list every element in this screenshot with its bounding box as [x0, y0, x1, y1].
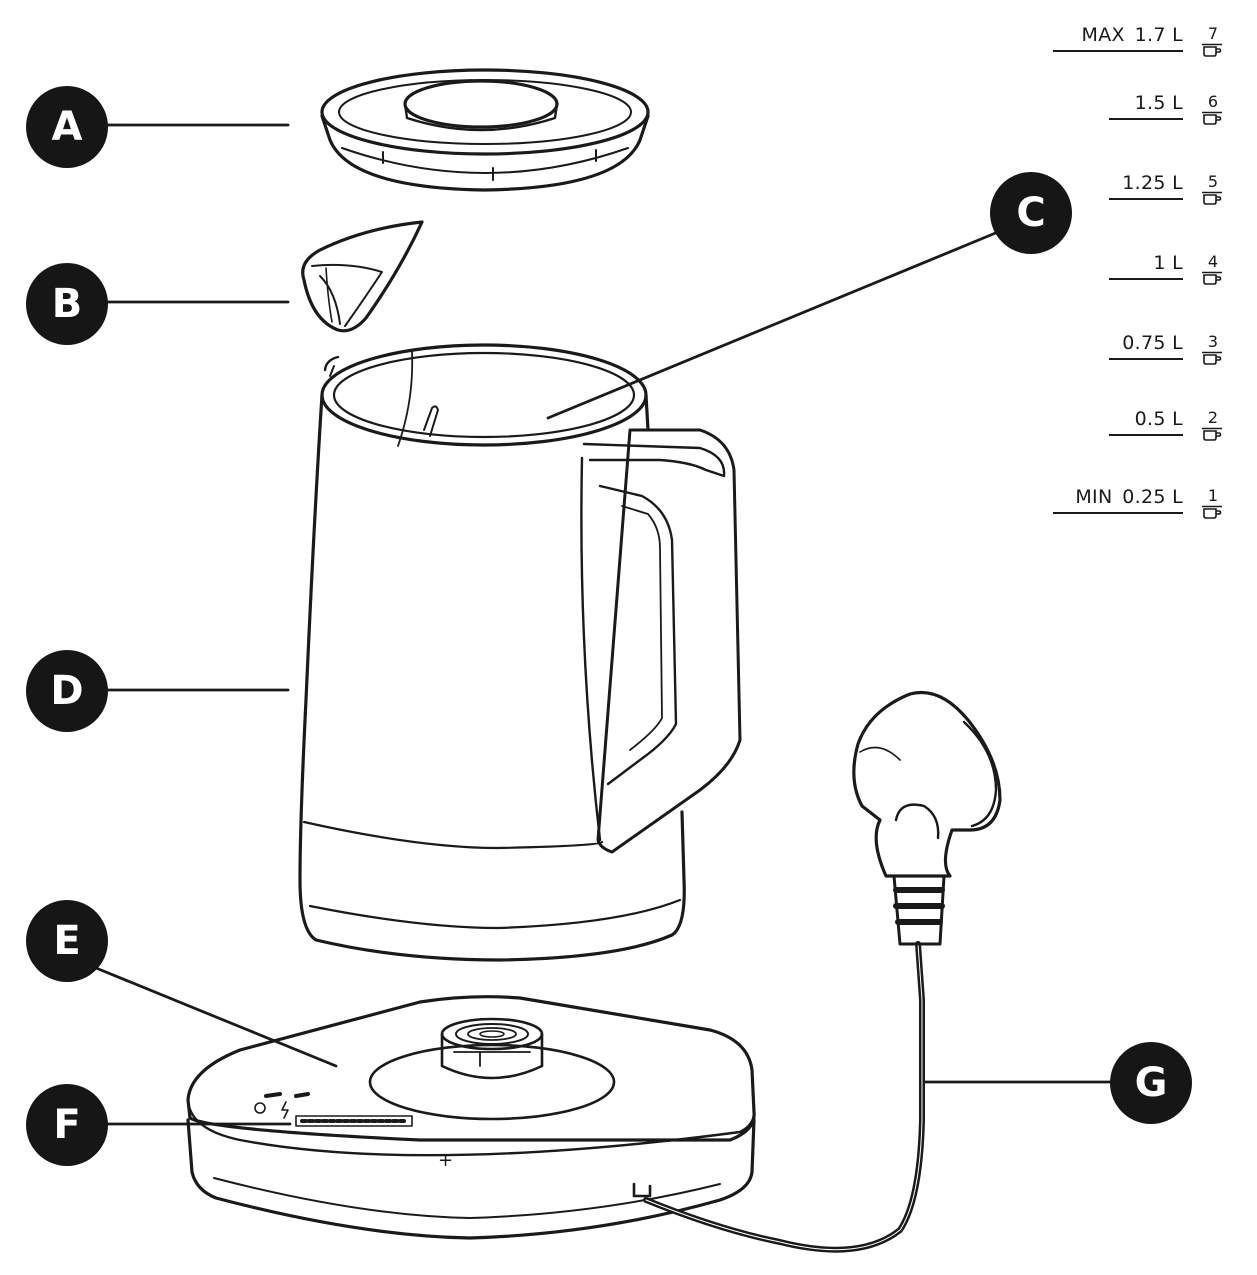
cup-icon — [1202, 505, 1222, 519]
control-minus: − — [420, 1145, 433, 1164]
cup-count: 4 — [1207, 252, 1219, 271]
base — [186, 995, 756, 1240]
badge-d: D — [26, 650, 108, 732]
fill-level-row: 1.5 L 6 — [1039, 78, 1239, 128]
control-plus: + — [438, 1150, 453, 1171]
cup-icon — [1202, 111, 1222, 125]
leader-line-e — [94, 966, 338, 1068]
fill-level-label: MAX 1.7 L — [1081, 24, 1183, 46]
fill-level-row: 1 L 4 — [1039, 238, 1239, 288]
badge-f: F — [26, 1084, 108, 1166]
lid — [320, 68, 650, 192]
fill-level-rule — [1109, 118, 1183, 120]
badge-g: G — [1110, 1042, 1192, 1124]
cup-count: 5 — [1207, 172, 1219, 191]
fill-level-rule — [1053, 512, 1183, 514]
badge-e: E — [26, 900, 108, 982]
fill-level-label: 0.5 L — [1134, 408, 1183, 430]
fill-level-row: 0.5 L 2 — [1039, 394, 1239, 444]
cup-count: 2 — [1207, 408, 1219, 427]
cup-count: 1 — [1207, 486, 1219, 505]
fill-level-rule — [1109, 358, 1183, 360]
cup-icon — [1202, 427, 1222, 441]
power-cord — [643, 690, 1002, 1253]
fill-level-label: MIN 0.25 L — [1075, 486, 1183, 508]
badge-a: A — [26, 86, 108, 168]
cup-icon — [1202, 351, 1222, 365]
filter — [301, 220, 424, 333]
leader-line-c — [546, 230, 1000, 420]
badge-b: B — [26, 263, 108, 345]
cup-count: 7 — [1207, 24, 1219, 43]
fill-level-row: MAX 1.7 L 7 — [1039, 10, 1239, 60]
cup-icon — [1202, 191, 1222, 205]
cup-count: 6 — [1207, 92, 1219, 111]
cup-count: 3 — [1207, 332, 1219, 351]
fill-level-rule — [1109, 278, 1183, 280]
fill-level-row: 1.25 L 5 — [1039, 158, 1239, 208]
fill-level-rule — [1109, 198, 1183, 200]
fill-level-row: 0.75 L 3 — [1039, 318, 1239, 368]
cup-icon — [1202, 43, 1222, 57]
fill-level-label: 1.25 L — [1122, 172, 1183, 194]
cup-icon — [1202, 271, 1222, 285]
badge-c: C — [990, 172, 1072, 254]
fill-level-label: 1 L — [1153, 252, 1183, 274]
fill-level-rule — [1109, 434, 1183, 436]
fill-level-label: 1.5 L — [1134, 92, 1183, 114]
fill-level-label: 0.75 L — [1122, 332, 1183, 354]
fill-level-rule — [1053, 50, 1183, 52]
kettle-body — [298, 343, 742, 962]
fill-level-row: MIN 0.25 L 1 — [1039, 472, 1239, 522]
